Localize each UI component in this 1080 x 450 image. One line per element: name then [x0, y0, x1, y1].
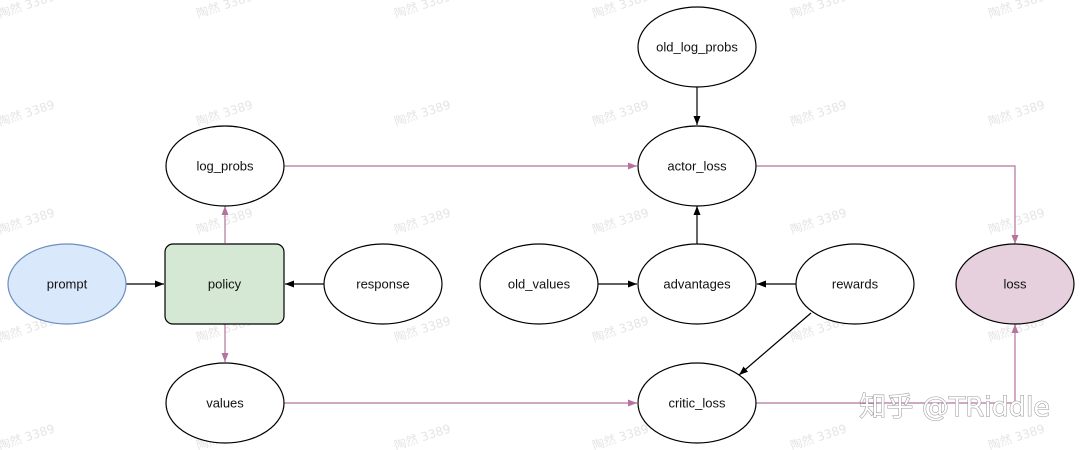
- edge-rewards-critic-loss: [738, 312, 812, 376]
- watermark-text: 陶然 3389: [986, 97, 1046, 129]
- watermark-text: 陶然 3389: [590, 97, 650, 129]
- watermark-text: 陶然 3389: [590, 0, 650, 21]
- watermark-text: 陶然 3389: [788, 0, 848, 21]
- node-prompt: prompt: [7, 243, 127, 325]
- watermark-text: 陶然 3389: [0, 421, 56, 450]
- watermark-text: 陶然 3389: [788, 205, 848, 237]
- node-log-probs-label: log_probs: [196, 159, 254, 174]
- edge-critic-loss-loss: [756, 324, 1019, 404]
- node-policy-label: policy: [208, 277, 242, 292]
- node-critic-loss-label: critic_loss: [668, 396, 726, 411]
- edges: [126, 87, 1019, 407]
- watermark-text: 陶然 3389: [194, 205, 254, 237]
- node-log-probs: log_probs: [165, 125, 285, 207]
- watermark-text: 陶然 3389: [392, 205, 452, 237]
- watermark-text: 陶然 3389: [194, 0, 254, 21]
- node-old-values-label: old_values: [508, 277, 571, 292]
- node-loss-label: loss: [1003, 277, 1027, 292]
- watermark-text: 陶然 3389: [0, 97, 56, 129]
- watermark-text: 陶然 3389: [392, 421, 452, 450]
- node-critic-loss: critic_loss: [637, 362, 757, 444]
- watermark-text: 陶然 3389: [590, 205, 650, 237]
- node-old-log-probs-label: old_log_probs: [656, 40, 738, 55]
- node-rewards-label: rewards: [832, 277, 879, 292]
- watermark-text: 陶然 3389: [0, 205, 56, 237]
- edge-actor-loss-loss: [756, 165, 1019, 244]
- brand-watermark: 知乎 @TRiddle: [859, 392, 1050, 423]
- watermark-text: 陶然 3389: [788, 421, 848, 450]
- node-prompt-label: prompt: [47, 277, 88, 292]
- node-values-label: values: [206, 396, 244, 411]
- node-values: values: [165, 362, 285, 444]
- watermark-text: 陶然 3389: [788, 97, 848, 129]
- watermark-text: 陶然 3389: [590, 313, 650, 345]
- watermark-text: 陶然 3389: [986, 205, 1046, 237]
- node-advantages-label: advantages: [663, 277, 731, 292]
- node-response: response: [323, 243, 443, 325]
- node-advantages: advantages: [637, 243, 757, 325]
- watermark-text: 陶然 3389: [392, 0, 452, 21]
- watermark-layer: 陶然 3389 陶然 3389 陶然 3389 陶然 3389 陶然 3389 陶然 33…: [0, 0, 1046, 450]
- watermark-text: 陶然 3389: [194, 97, 254, 129]
- node-policy: policy: [164, 243, 285, 325]
- watermark-text: 陶然 3389: [392, 97, 452, 129]
- node-rewards: rewards: [795, 243, 915, 325]
- watermark-text: 陶然 3389: [986, 0, 1046, 21]
- node-loss: loss: [955, 243, 1075, 325]
- watermark-text: 陶然 3389: [0, 0, 56, 21]
- node-actor-loss-label: actor_loss: [667, 159, 727, 174]
- watermark-text: 陶然 3389: [986, 421, 1046, 450]
- node-old-log-probs: old_log_probs: [637, 6, 757, 88]
- node-actor-loss: actor_loss: [637, 125, 757, 207]
- node-response-label: response: [356, 277, 409, 292]
- nodes: prompt policy response log_probs values …: [7, 6, 1075, 444]
- watermark-text: 陶然 3389: [590, 421, 650, 450]
- node-old-values: old_values: [479, 243, 599, 325]
